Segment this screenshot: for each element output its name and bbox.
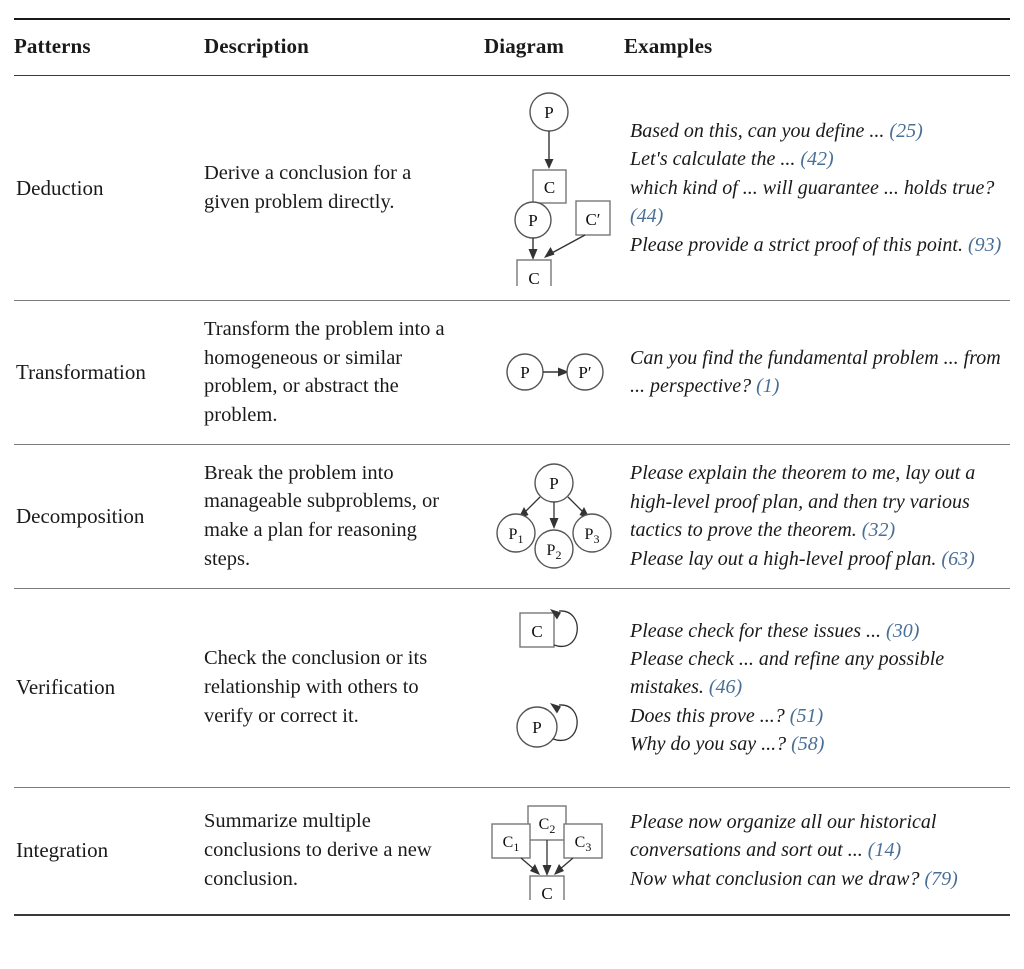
column-header-description: Description: [204, 34, 309, 58]
example-citation: (30): [886, 619, 920, 642]
transformation-diagram-svg: P P′: [506, 353, 604, 392]
svg-text:P: P: [528, 211, 537, 230]
example-item: Why do you say ...? (58): [630, 730, 1006, 758]
pattern-description: Derive a conclusion for a given problem …: [204, 162, 412, 213]
svg-text:C: C: [528, 269, 539, 286]
example-text: Let's calculate the ...: [630, 148, 801, 171]
example-item: Does this prove ...? (51): [630, 702, 1006, 730]
pattern-description: Transform the problem into a homogeneous…: [204, 318, 445, 427]
table-header: Patterns Description Diagram Examples: [14, 18, 1010, 76]
example-text: Please provide a strict proof of this po…: [630, 233, 968, 256]
example-citation: (25): [889, 120, 923, 143]
example-item: Please lay out a high-level proof plan. …: [630, 545, 1006, 573]
rule-divider: [14, 444, 1010, 445]
examples-cell: Please explain the theorem to me, lay ou…: [624, 445, 1010, 588]
deduction-diagram-svg: P C P C′ C: [514, 92, 611, 286]
svg-text:C: C: [541, 884, 552, 900]
example-citation: (51): [789, 704, 824, 727]
rule-header: [14, 75, 1010, 76]
example-text: Why do you say ...?: [630, 733, 792, 756]
example-citation: (46): [708, 676, 743, 699]
example-citation: (42): [800, 148, 834, 171]
column-header-examples: Examples: [624, 34, 713, 58]
svg-text:P′: P′: [578, 363, 591, 382]
decomposition-diagram-svg: P P1 P2 P3: [496, 463, 612, 569]
svg-text:C′: C′: [585, 210, 600, 229]
example-citation: (32): [861, 519, 896, 542]
example-item: Please provide a strict proof of this po…: [630, 231, 1006, 259]
rule-divider: [14, 786, 1010, 788]
table-row: Verification Check the conclusion or its…: [14, 589, 1010, 788]
example-citation: (1): [756, 375, 780, 398]
pattern-description: Break the problem into manageable subpro…: [204, 461, 440, 570]
example-item: Now what conclusion can we draw? (79): [630, 865, 1006, 893]
transformation-diagram: P P′: [484, 301, 624, 444]
svg-text:P: P: [544, 103, 553, 122]
pattern-name: Transformation: [16, 359, 146, 384]
deduction-diagram: P C P C′ C: [484, 76, 624, 301]
table-body: Deduction Derive a conclusion for a give…: [14, 76, 1010, 917]
pattern-name: Deduction: [16, 175, 104, 200]
example-citation: (93): [967, 233, 1002, 256]
examples-cell: Based on this, can you define ... (25) L…: [624, 76, 1010, 301]
example-item: Based on this, can you define ... (25): [630, 117, 1006, 145]
verification-diagram: C P: [484, 589, 624, 788]
pattern-name: Decomposition: [16, 503, 145, 528]
example-text: Please lay out a high-level proof plan.: [630, 547, 942, 570]
example-item: Please now organize all our historical c…: [630, 808, 1006, 865]
svg-text:P: P: [532, 718, 541, 737]
examples-cell: Can you find the fundamental problem ...…: [624, 301, 1010, 444]
svg-text:P: P: [520, 363, 529, 382]
example-text: Please now organize all our historical c…: [630, 810, 937, 862]
example-item: Please explain the theorem to me, lay ou…: [630, 459, 1006, 544]
example-citation: (58): [791, 733, 825, 756]
table-row: Integration Summarize multiple conclusio…: [14, 788, 1010, 915]
svg-text:P: P: [549, 474, 558, 493]
example-item: Let's calculate the ... (42): [630, 145, 1006, 173]
pattern-description: Summarize multiple conclusions to derive…: [204, 810, 432, 890]
decomposition-diagram: P P1 P2 P3: [484, 445, 624, 588]
table-row: Transformation Transform the problem int…: [14, 301, 1010, 444]
rule-divider: [14, 300, 1010, 301]
patterns-table: Patterns Description Diagram Examples De…: [14, 18, 1010, 917]
example-item: Please check for these issues ... (30): [630, 617, 1006, 645]
example-text: Based on this, can you define ...: [630, 120, 890, 143]
example-citation: (14): [867, 839, 902, 862]
column-header-diagram: Diagram: [484, 34, 565, 58]
integration-diagram: C2 C1 C3 C: [484, 788, 624, 915]
example-text: Now what conclusion can we draw?: [630, 867, 925, 890]
header-row: Patterns Description Diagram Examples: [14, 20, 1010, 76]
pattern-name: Integration: [16, 838, 109, 862]
examples-cell: Please now organize all our historical c…: [624, 788, 1010, 915]
example-item: Can you find the fundamental problem ...…: [630, 344, 1006, 401]
pattern-description: Check the conclusion or its relationship…: [204, 647, 428, 727]
verification-diagram-svg: C P: [516, 608, 578, 748]
example-citation: (79): [924, 867, 958, 890]
example-citation: (44): [630, 205, 664, 228]
table-row: Decomposition Break the problem into man…: [14, 445, 1010, 588]
svg-text:C: C: [531, 622, 542, 641]
pattern-name: Verification: [16, 675, 116, 699]
integration-diagram-svg: C2 C1 C3 C: [491, 804, 603, 900]
example-item: which kind of ... will guarantee ... hol…: [630, 174, 1006, 231]
example-text: which kind of ... will guarantee ... hol…: [630, 176, 995, 199]
example-text: Please check for these issues ...: [630, 619, 887, 642]
rule-bottom: [14, 913, 1010, 917]
example-text: Does this prove ...?: [630, 704, 790, 727]
svg-text:C: C: [544, 178, 555, 197]
column-header-patterns: Patterns: [14, 34, 91, 58]
example-text: Please explain the theorem to me, lay ou…: [630, 462, 976, 542]
examples-cell: Please check for these issues ... (30) P…: [624, 589, 1010, 788]
example-citation: (63): [941, 547, 975, 570]
table-row: Deduction Derive a conclusion for a give…: [14, 76, 1010, 301]
example-item: Please check ... and refine any possible…: [630, 645, 1006, 702]
example-text: Please check ... and refine any possible…: [630, 647, 945, 699]
rule-divider: [14, 587, 1010, 589]
example-text: Can you find the fundamental problem ...…: [630, 346, 1001, 398]
